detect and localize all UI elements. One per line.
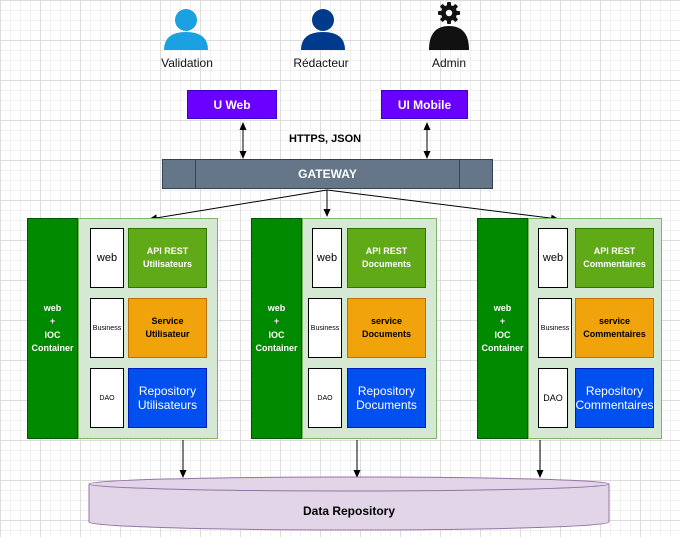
repository-label: Repository — [138, 383, 197, 398]
data-repository-label: Data Repository — [302, 504, 396, 518]
ioc-container: web + IOC Container — [27, 218, 78, 439]
layer-business: Business — [90, 298, 124, 358]
repository-label: Commentaires — [575, 398, 654, 412]
gateway[interactable]: GATEWAY — [162, 159, 493, 189]
ioc-label: + — [499, 316, 506, 327]
repository-commentaires[interactable]: Repository Commentaires — [575, 368, 654, 428]
layer-web: web — [90, 228, 124, 288]
repository-label: Utilisateurs — [137, 398, 198, 412]
layer-business: Business — [538, 298, 572, 358]
actor-label-validation: Validation — [161, 56, 213, 70]
service-label: Commentaires — [583, 329, 646, 339]
repository-label: Documents — [356, 398, 417, 412]
user-icon — [161, 6, 211, 50]
gateway-divider — [195, 160, 196, 188]
admin-user-gear-icon — [424, 2, 474, 50]
api-label: Utilisateurs — [142, 259, 193, 269]
service-label: Documents — [361, 329, 411, 339]
ioc-label: web — [267, 303, 286, 314]
service-label: Utilisateur — [145, 329, 190, 339]
api-rest-commentaires[interactable]: API REST Commentaires — [575, 228, 654, 288]
api-rest-documents[interactable]: API REST Documents — [347, 228, 426, 288]
arrow-gateway-service-1 — [149, 189, 328, 222]
service-label: service — [598, 315, 631, 326]
actor-label-admin: Admin — [431, 56, 466, 70]
service-utilisateur[interactable]: Service Utilisateur — [128, 298, 207, 358]
layer-web: web — [312, 228, 342, 288]
ioc-label: + — [273, 316, 280, 327]
ioc-label: + — [49, 316, 56, 327]
service-label: Service — [151, 315, 184, 326]
repository-label: Repository — [357, 383, 416, 398]
ioc-label: IOC — [268, 329, 285, 340]
layer-dao: DAO — [538, 368, 568, 428]
ioc-label: Container — [481, 342, 524, 353]
arrow-gateway-service-3 — [326, 189, 559, 222]
data-repository-cylinder[interactable] — [88, 476, 610, 532]
protocol-label: HTTPS, JSON — [289, 133, 362, 145]
service-documents[interactable]: service Documents — [347, 298, 426, 358]
api-label: Documents — [361, 259, 411, 269]
gateway-divider — [459, 160, 460, 188]
ioc-label: web — [43, 303, 62, 314]
gateway-label: GATEWAY — [298, 167, 357, 181]
service-label: service — [370, 315, 403, 326]
api-label: API REST — [593, 245, 636, 256]
ioc-label: Container — [255, 342, 298, 353]
ioc-label: IOC — [44, 329, 61, 340]
user-icon — [298, 6, 348, 50]
ioc-container: web + IOC Container — [477, 218, 528, 439]
actor-label-redacteur: Rédacteur — [293, 56, 349, 70]
client-ui-mobile[interactable]: UI Mobile — [381, 90, 468, 119]
repository-utilisateurs[interactable]: Repository Utilisateurs — [128, 368, 207, 428]
service-commentaires[interactable]: service Commentaires — [575, 298, 654, 358]
ioc-label: web — [493, 303, 512, 314]
ioc-container: web + IOC Container — [251, 218, 302, 439]
repository-label: Repository — [585, 383, 644, 398]
layer-web: web — [538, 228, 568, 288]
layer-dao: DAO — [90, 368, 124, 428]
client-u-web[interactable]: U Web — [187, 90, 277, 119]
layer-dao: DAO — [308, 368, 342, 428]
layer-business: Business — [308, 298, 342, 358]
api-label: API REST — [365, 245, 408, 256]
repository-documents[interactable]: Repository Documents — [347, 368, 426, 428]
api-rest-utilisateurs[interactable]: API REST Utilisateurs — [128, 228, 207, 288]
ioc-label: Container — [31, 342, 74, 353]
api-label: API REST — [146, 245, 189, 256]
api-label: Commentaires — [583, 259, 646, 269]
ioc-label: IOC — [494, 329, 511, 340]
